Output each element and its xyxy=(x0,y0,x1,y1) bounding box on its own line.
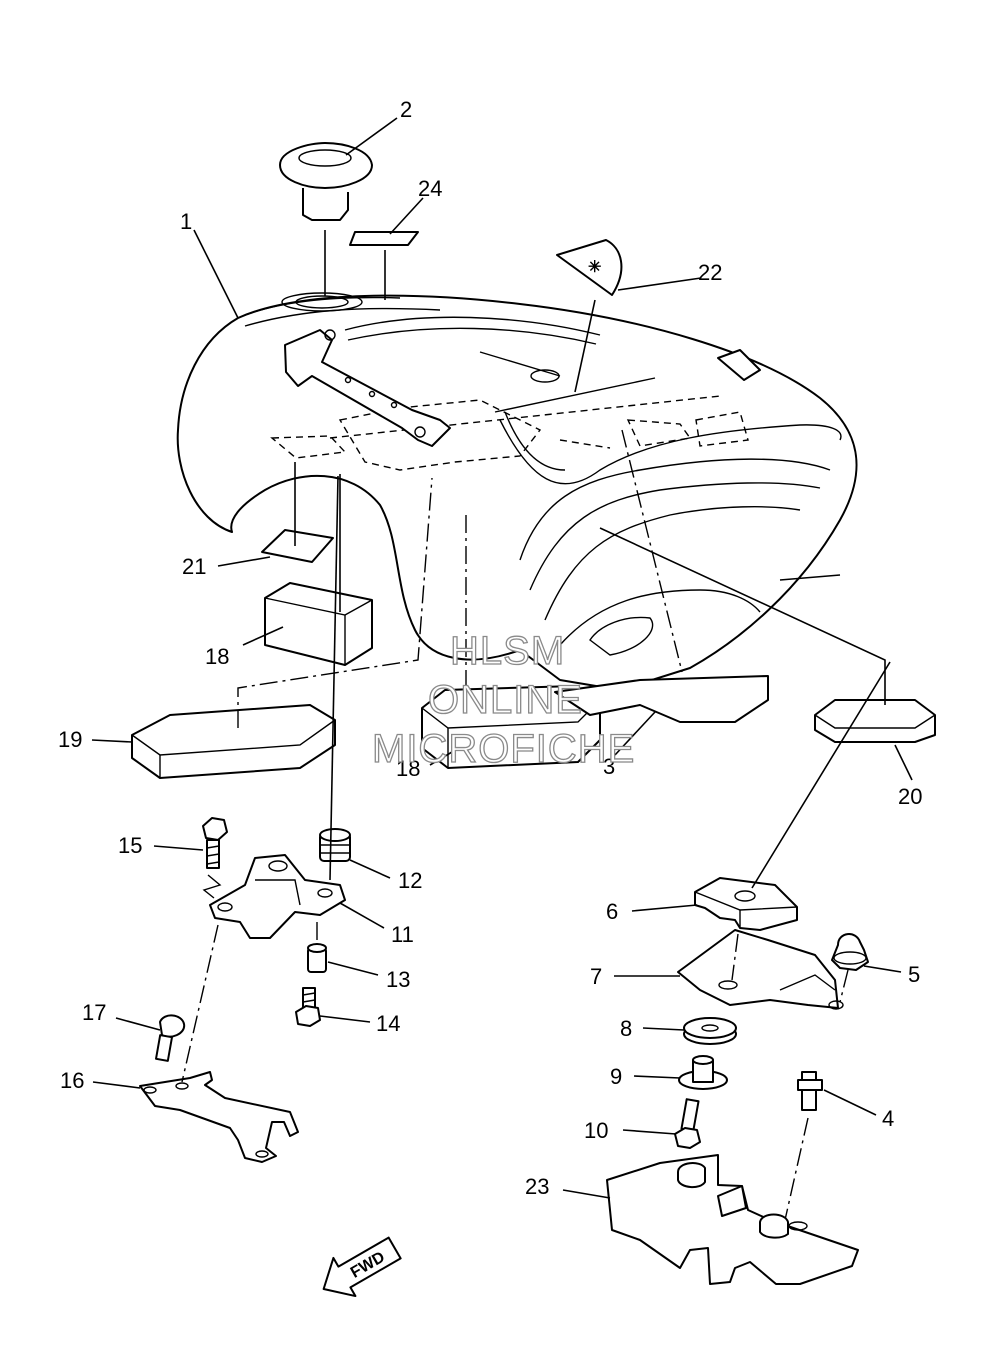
watermark-line-1: HLSM xyxy=(450,629,565,673)
callout-18-center: 18 xyxy=(396,756,420,781)
bolt-15 xyxy=(202,817,228,869)
plate-7 xyxy=(677,929,844,1010)
watermark-line-2: ONLINE xyxy=(428,678,583,722)
emblem-22: ✳ xyxy=(556,239,623,393)
bolt-14 xyxy=(295,987,321,1027)
callout-16: 16 xyxy=(60,1068,84,1093)
tank-mount-bracket xyxy=(284,329,451,447)
nut-5 xyxy=(831,933,869,971)
rubber-6 xyxy=(694,877,798,931)
callout-7: 7 xyxy=(590,964,602,989)
callout-22: 22 xyxy=(698,260,722,285)
pad-21 xyxy=(261,529,334,563)
callout-4: 4 xyxy=(882,1106,894,1131)
bolt-4 xyxy=(797,1071,823,1111)
callout-13: 13 xyxy=(386,967,410,992)
callout-11: 11 xyxy=(391,922,414,947)
watermark-line-3: MICROFICHE xyxy=(372,727,635,771)
callout-24: 24 xyxy=(418,176,442,201)
callout-23: 23 xyxy=(525,1174,549,1199)
callout-18-left: 18 xyxy=(205,644,229,669)
grommet-12 xyxy=(319,828,351,862)
callout-14: 14 xyxy=(376,1011,400,1036)
collar-13 xyxy=(307,943,327,973)
callout-17: 17 xyxy=(82,1000,106,1025)
bracket-11 xyxy=(209,854,346,939)
callout-10: 10 xyxy=(584,1118,608,1143)
damper-20 xyxy=(814,699,936,743)
callout-12: 12 xyxy=(398,868,422,893)
callout-21: 21 xyxy=(182,554,206,579)
watermark: HLSM ONLINE MICROFICHE xyxy=(371,628,635,771)
svg-text:✳: ✳ xyxy=(588,259,601,276)
callout-9: 9 xyxy=(610,1064,622,1089)
screw-17 xyxy=(155,1014,186,1062)
callout-15: 15 xyxy=(118,833,142,858)
callout-2: 2 xyxy=(400,97,412,122)
fwd-direction-arrow: FWD xyxy=(322,1236,402,1298)
callout-20: 20 xyxy=(898,784,922,809)
collar-9 xyxy=(678,1055,728,1090)
callout-1: 1 xyxy=(180,209,192,234)
damper-18-left xyxy=(264,582,373,666)
callout-8: 8 xyxy=(620,1016,632,1041)
leader-lines xyxy=(91,117,913,1199)
damper-19 xyxy=(131,704,336,779)
washer-8 xyxy=(683,1017,737,1045)
callout-5: 5 xyxy=(908,962,920,987)
callout-6: 6 xyxy=(606,899,618,924)
callout-numbers: 1 2 24 22 21 18 19 18 3 20 15 12 11 13 1… xyxy=(58,97,922,1199)
callout-3: 3 xyxy=(603,754,615,779)
callout-19: 19 xyxy=(58,727,82,752)
bracket-23 xyxy=(606,1154,859,1285)
label-24 xyxy=(349,231,419,246)
fuel-cap xyxy=(279,142,373,296)
bracket-16 xyxy=(139,1071,299,1163)
pad-3 xyxy=(554,675,769,723)
damper-18-center xyxy=(421,685,601,769)
bolt-10 xyxy=(674,1098,701,1149)
